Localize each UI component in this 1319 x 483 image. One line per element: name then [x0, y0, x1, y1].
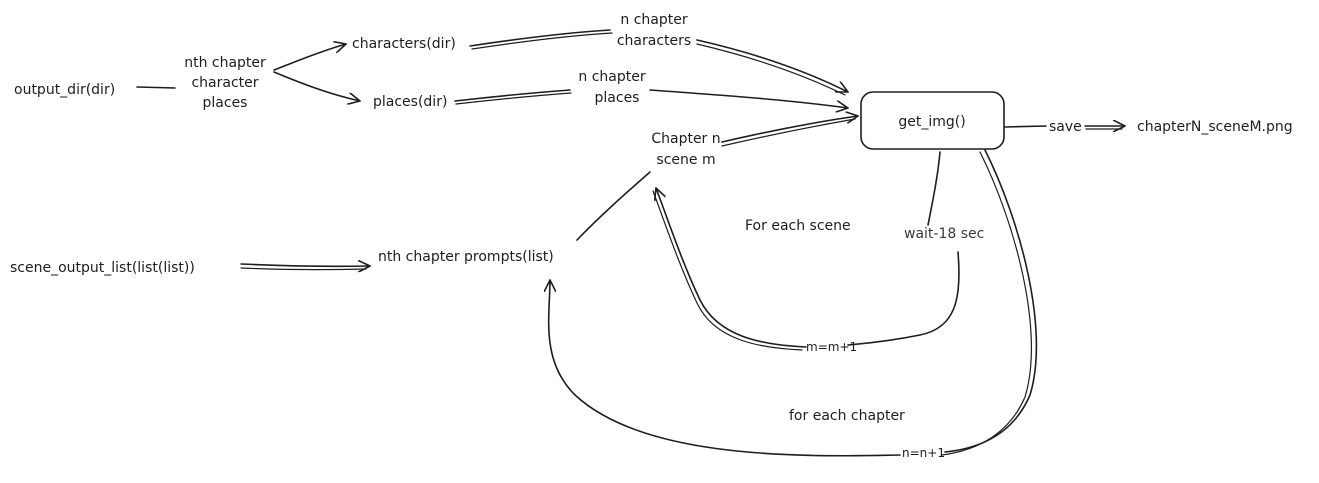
edge-scene-output-list-to-prompts [240, 264, 371, 266]
m-increment-label: m=m+1 [806, 340, 857, 354]
edge-prompts-to-chapter-scene [576, 171, 651, 241]
n-chapter-characters-line1: n chapter [620, 12, 687, 28]
for-each-scene-annotation: For each scene [745, 218, 851, 234]
chapter-scene-line1: Chapter n [651, 131, 720, 147]
nth-chapter-label-line3: places [203, 95, 248, 111]
edge-characters-to-n-chapter [469, 29, 611, 47]
edge-n-chapter-characters-to-get-img-second-stroke [696, 43, 846, 96]
n-chapter-characters-node: n chapter characters [617, 12, 691, 49]
output-file-node: chapterN_sceneM.png [1137, 119, 1293, 135]
chapter-scene-node: Chapter n scene m [651, 131, 720, 168]
edge-scene-output-list-to-prompts-second-stroke [240, 267, 367, 271]
edge-nth-chapter-to-places [273, 71, 361, 101]
edge-n-chapter-characters-to-get-img [696, 39, 849, 92]
edge-n-chapter-places-to-get-img [649, 89, 849, 108]
edge-chapter-scene-to-get-img-second-stroke [721, 118, 856, 147]
wait-node: wait-18 sec [904, 226, 984, 242]
edge-chapter-loop-return [549, 279, 901, 457]
get-img-node: get_img() [860, 91, 1005, 150]
save-edge-label: save [1049, 119, 1082, 135]
edge-get-img-to-save [1004, 125, 1047, 128]
edge-get-img-to-wait [927, 151, 941, 226]
edge-nth-chapter-to-characters [273, 44, 347, 71]
edge-scene-loop-return [656, 187, 807, 348]
for-each-chapter-annotation: for each chapter [789, 408, 905, 424]
n-increment-label: n=n+1 [902, 446, 945, 460]
n-chapter-places-line1: n chapter [578, 69, 645, 85]
nth-chapter-node: nth chapter character places [184, 55, 266, 111]
edge-places-to-n-chapter-second-stroke [455, 92, 572, 105]
n-chapter-places-node: n chapter places [578, 69, 645, 106]
edge-places-to-n-chapter [454, 89, 571, 102]
edge-scene-loop-return-second-stroke [652, 190, 803, 351]
characters-dir-node: characters(dir) [352, 36, 456, 52]
nth-chapter-prompts-node: nth chapter prompts(list) [378, 249, 554, 265]
n-chapter-characters-line2: characters [617, 33, 691, 49]
get-img-box [860, 91, 1005, 150]
edge-characters-to-n-chapter-second-stroke [471, 32, 613, 50]
nth-chapter-label-line1: nth chapter [184, 55, 266, 71]
scene-output-list-node: scene_output_list(list(list)) [10, 260, 195, 276]
n-chapter-places-line2: places [595, 90, 640, 106]
places-dir-node: places(dir) [373, 94, 447, 110]
nth-chapter-label-line2: character [191, 75, 258, 91]
edge-chapter-scene-to-get-img [721, 116, 859, 143]
edge-chapter-loop [944, 149, 1038, 453]
edge-chapter-loop-second-stroke [941, 151, 1032, 456]
edge-output-dir-to-nth-chapter [136, 86, 176, 89]
chapter-scene-line2: scene m [656, 152, 715, 168]
get-img-label: get_img() [898, 114, 965, 130]
output-dir-node: output_dir(dir) [14, 82, 115, 98]
edge-scene-loop [847, 251, 960, 346]
